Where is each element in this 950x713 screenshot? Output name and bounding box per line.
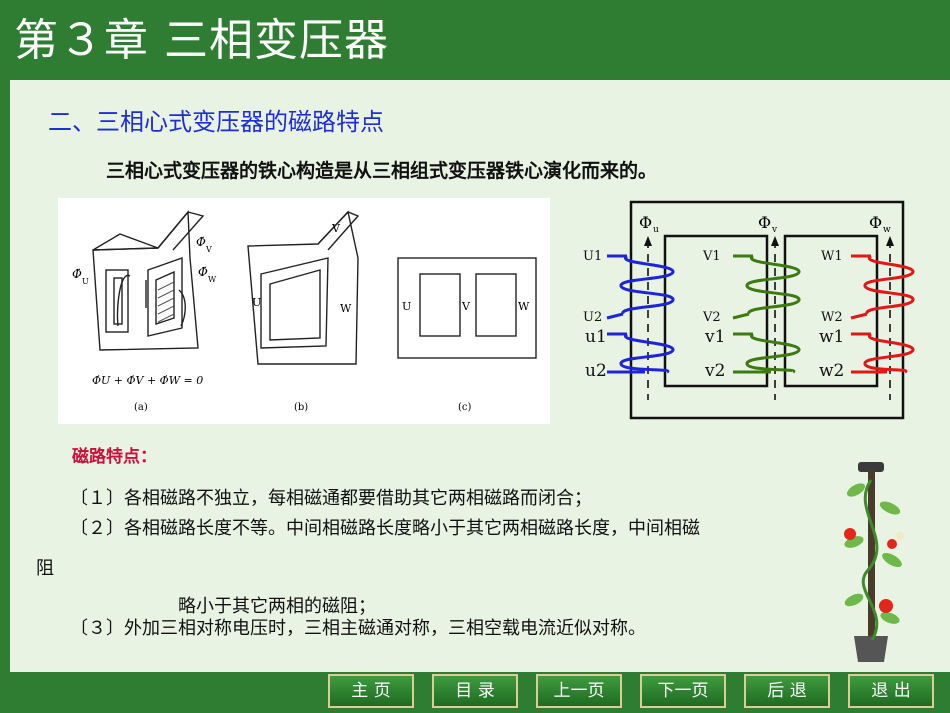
section-subtitle: 二、三相心式变压器的磁路特点 (48, 108, 384, 136)
phi-w-sub: W (208, 275, 217, 284)
label-u2: u2 (585, 361, 607, 381)
nav-prev-button[interactable]: 上一页 (536, 674, 622, 708)
phi-u-sub: U (82, 277, 89, 286)
label-W2: W2 (821, 310, 843, 325)
phi-w-label: Φ (869, 213, 882, 232)
flux-sum-equation: Φ̇U + Φ̇V + Φ̇W = 0 (92, 374, 203, 387)
plant-illustration (844, 462, 904, 662)
slide-title: 第３章 三相变压器 (14, 15, 389, 66)
c-label-u: U (402, 300, 411, 313)
label-v2: v2 (704, 361, 725, 381)
c-label-v: V (461, 300, 471, 313)
feature-item-3: 〔３〕外加三相对称电压时，三相主磁通对称，三相空载电流近似对称。 (70, 618, 646, 639)
phi-w-label: Φ̇ (198, 265, 208, 279)
b-label-u: U (252, 296, 261, 309)
intro-text: 三相心式变压器的铁心构造是从三相组式变压器铁心演化而来的。 (106, 160, 658, 182)
core-evolution-drawing: Φ̇ V Φ̇ U Φ̇ W Φ̇U + Φ̇V + Φ̇W = 0 (a) V… (72, 210, 537, 413)
label-U2: U2 (583, 310, 602, 325)
caption-b: (b) (294, 402, 308, 413)
phi-v-label: Φ (758, 213, 771, 232)
b-label-w: W (340, 302, 352, 315)
nav-back-button[interactable]: 后 退 (744, 674, 830, 708)
label-v1: v1 (704, 327, 725, 347)
label-V2: V2 (702, 310, 721, 325)
c-label-w: W (518, 300, 530, 313)
label-w1: w1 (819, 327, 844, 347)
feature-item-2: 〔２〕各相磁路长度不等。中间相磁路长度略小于其它两相磁路长度，中间相磁 (70, 518, 700, 539)
phi-v-sub: V (205, 245, 212, 254)
label-W1: W1 (821, 249, 843, 264)
phi-u-sub: u (653, 225, 659, 235)
phi-v-sub: v (771, 225, 778, 235)
winding-diagram: Φ u Φ v Φ w (575, 200, 915, 426)
label-U1: U1 (583, 249, 602, 264)
phi-v-label: Φ̇ (196, 235, 206, 249)
plant-decoration (830, 450, 930, 674)
phi-w-sub: w (883, 225, 891, 235)
nav-exit-button[interactable]: 退 出 (848, 674, 934, 708)
feature-item-2-cont: 略小于其它两相的磁阻； (178, 596, 376, 617)
label-w2: w2 (819, 361, 844, 381)
core-evolution-figure: Φ̇ V Φ̇ U Φ̇ W Φ̇U + Φ̇V + Φ̇W = 0 (a) V… (58, 198, 550, 424)
b-label-v: V (331, 222, 341, 235)
features-heading: 磁路特点： (72, 447, 157, 467)
phi-u-label: Φ̇ (72, 267, 82, 281)
feature-item-2-wrap: 阻 (36, 558, 54, 579)
label-u1: u1 (585, 327, 607, 347)
nav-toc-button[interactable]: 目 录 (432, 674, 518, 708)
caption-c: (c) (458, 402, 472, 413)
winding-drawing: Φ u Φ v Φ w (583, 200, 915, 420)
nav-home-button[interactable]: 主 页 (328, 674, 414, 708)
label-V1: V1 (702, 249, 721, 264)
phi-u-label: Φ (639, 213, 652, 232)
caption-a: (a) (134, 402, 148, 413)
nav-next-button[interactable]: 下一页 (640, 674, 726, 708)
feature-item-1: 〔１〕各相磁路不独立，每相磁通都要借助其它两相磁路而闭合； (70, 488, 592, 509)
